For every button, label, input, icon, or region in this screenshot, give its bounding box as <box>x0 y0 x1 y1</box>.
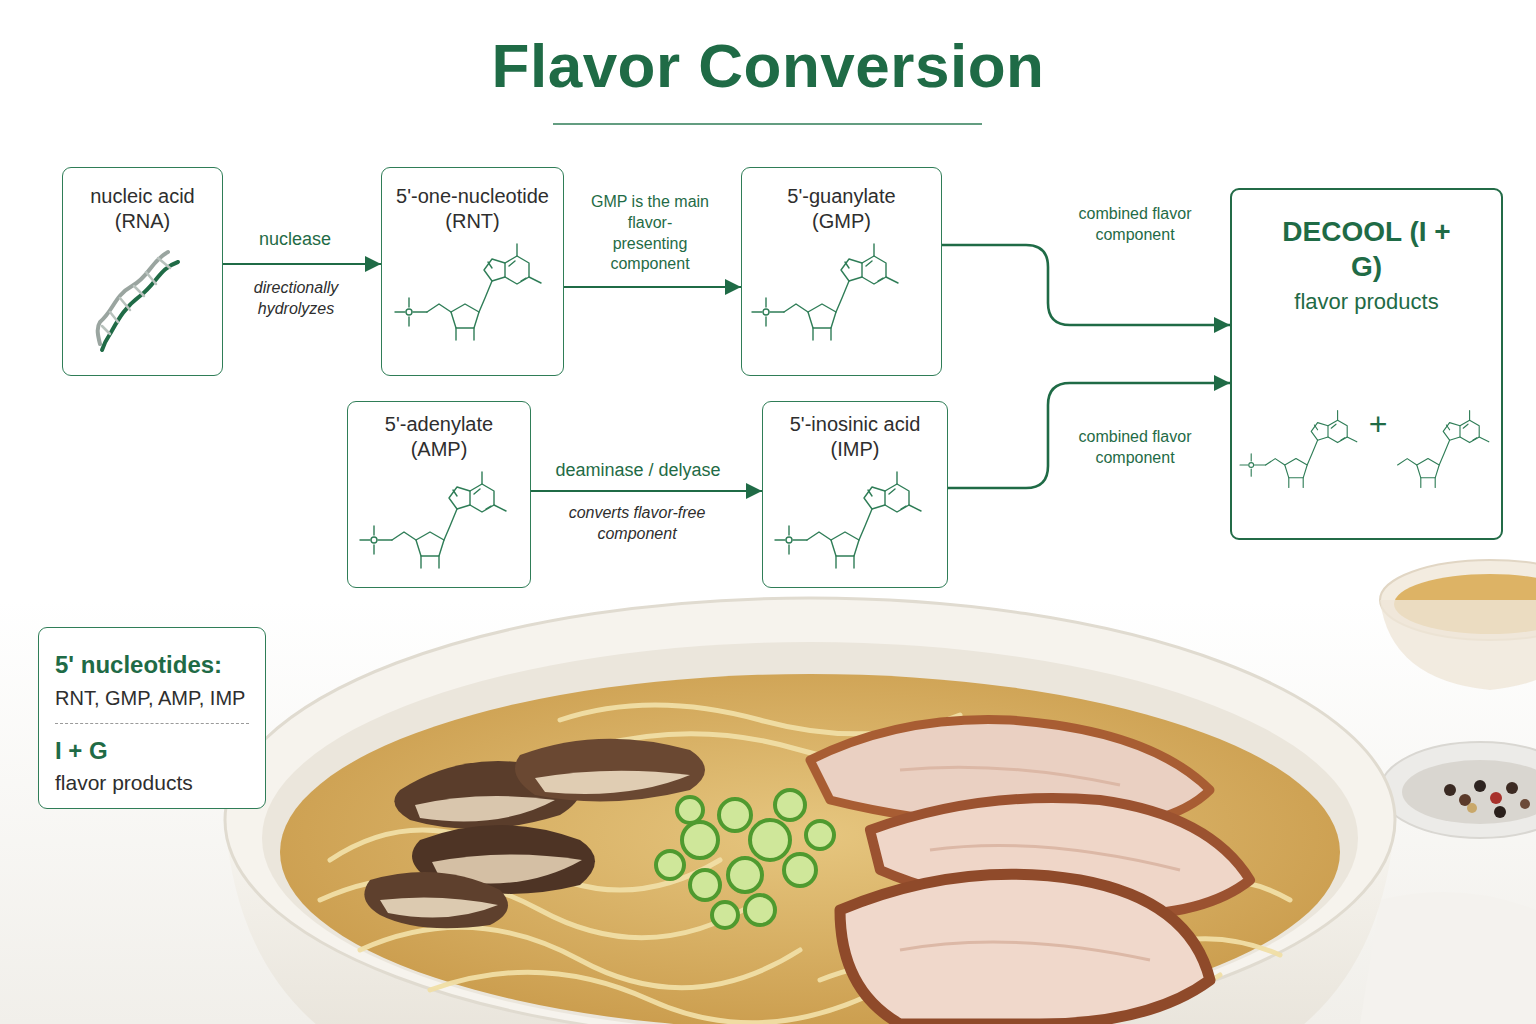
flow-box: nucleic acid (RNA) <box>62 167 223 376</box>
title-underline <box>553 123 982 125</box>
edge-label: combined flavor component <box>1062 204 1208 246</box>
flow-box: 5'-adenylate (AMP) <box>347 401 531 588</box>
edge-label: nuclease <box>225 228 365 251</box>
flow-arrow <box>948 383 1230 488</box>
flow-arrow <box>564 286 741 288</box>
edge-label: combined flavor component <box>1062 427 1208 469</box>
flow-box: 5' nucleotides: RNT, GMP, AMP, IMP I + G fl… <box>38 627 266 809</box>
note-label: converts flavor-free component <box>547 503 727 545</box>
molecule-gmp <box>752 244 898 340</box>
node-text: nucleic acid (RNA) <box>73 184 213 234</box>
flow-arrow <box>223 263 381 265</box>
flow-box: 5'-inosinic acid (IMP) <box>762 401 948 588</box>
flow-arrow <box>942 245 1230 325</box>
note-label: directionally hydrolyzes <box>226 278 366 320</box>
flow-arrow <box>531 490 762 492</box>
flow-box: 5'-guanylate (GMP) <box>741 167 942 376</box>
node-text: RNT, GMP, AMP, IMP <box>55 686 249 724</box>
node-text: 5'-inosinic acid (IMP) <box>769 412 941 462</box>
node-text: DECOOL (I + G) <box>1282 214 1452 284</box>
node-text: 5'-adenylate (AMP) <box>364 412 514 462</box>
plus-sign: + <box>1361 404 1395 446</box>
node-text: 5' nucleotides: <box>55 650 249 680</box>
node-text: I + G <box>55 736 249 766</box>
dna-icon <box>98 252 178 350</box>
node-text: 5'-guanylate (GMP) <box>767 184 917 234</box>
ramen-bowl <box>225 598 1395 1024</box>
node-text: flavor products <box>55 770 249 796</box>
edge-label: deaminase / delyase <box>533 459 743 482</box>
pepper-dish <box>1380 742 1536 838</box>
molecule-imp <box>775 472 921 568</box>
molecule-rnt <box>395 244 541 340</box>
napkin <box>1360 892 1536 1024</box>
node-text: flavor products <box>1238 288 1495 316</box>
mushrooms <box>364 739 705 929</box>
side-cup <box>1380 560 1536 690</box>
pork-slices <box>810 720 1250 1024</box>
molecule-g <box>1398 411 1489 488</box>
edge-label: GMP is the main flavor-presenting compon… <box>588 192 712 275</box>
node-text: 5'-one-nucleotide (RNT) <box>388 184 557 234</box>
diagram-title: Flavor Conversion <box>0 30 1536 101</box>
flow-box: DECOOL (I + G) flavor products <box>1230 188 1503 540</box>
scallions <box>656 790 834 928</box>
molecule-i <box>1240 411 1357 488</box>
flow-box: 5'-one-nucleotide (RNT) <box>381 167 564 376</box>
molecule-amp <box>360 472 506 568</box>
